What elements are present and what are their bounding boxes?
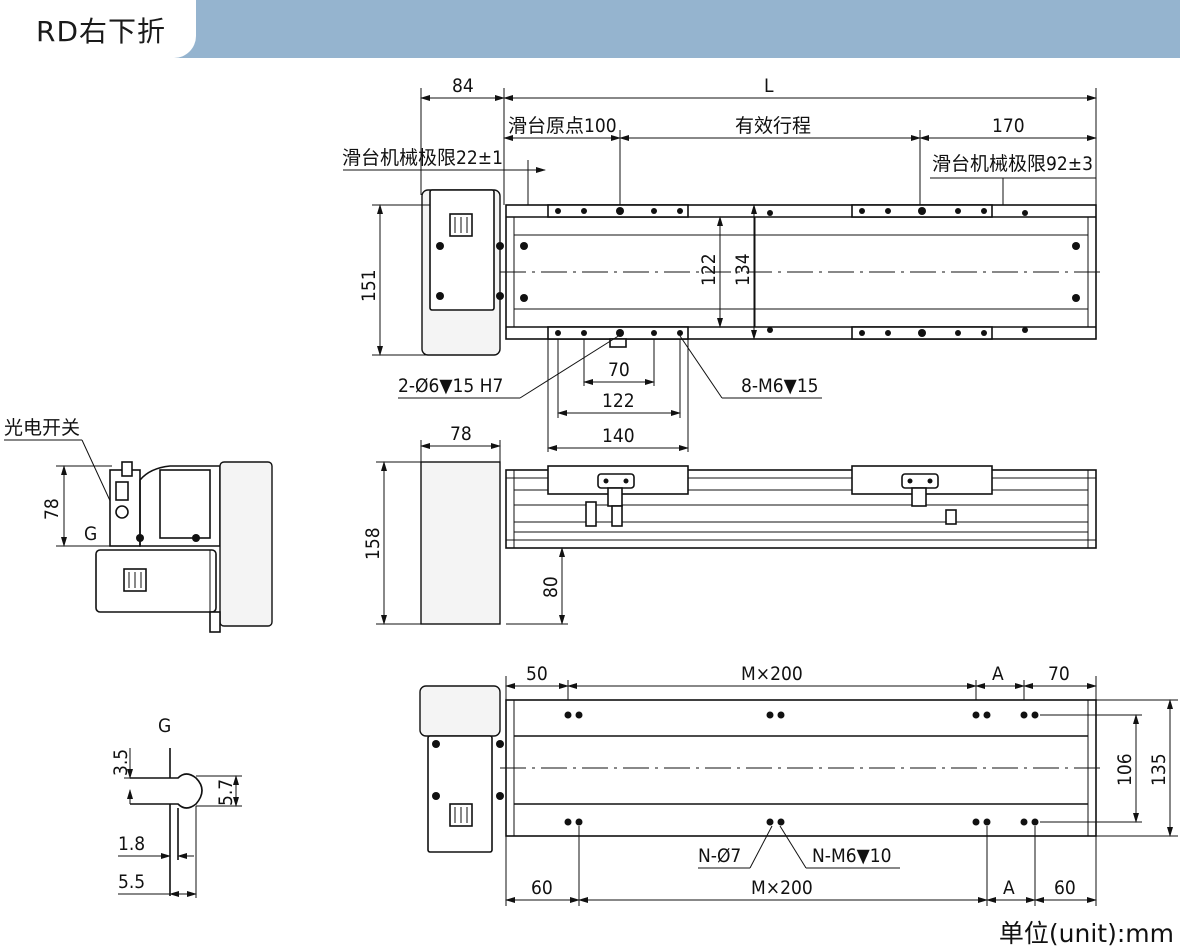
side-dim-158: 158 <box>362 527 384 560</box>
dim-70: 70 <box>608 359 630 381</box>
bottom-dim-106: 106 <box>1114 753 1136 786</box>
page-title: RD右下折 <box>36 15 167 48</box>
end-dim-78: 78 <box>41 498 63 520</box>
mech-limit-left: 滑台机械极限22±1 <box>342 147 503 169</box>
detail-dim-5-7: 5.7 <box>215 779 237 806</box>
dim-151: 151 <box>358 269 380 302</box>
callout-pin-holes: 2-Ø6▼15 H7 <box>398 375 503 397</box>
end-motor-flange <box>219 461 273 627</box>
side-view: 78 158 80 <box>362 423 1097 625</box>
bottom-motor-cap <box>419 685 501 737</box>
bottom-dim-60-left: 60 <box>531 877 553 899</box>
bottom-dim-mx200-top: M×200 <box>741 663 803 685</box>
bottom-dim-mx200-bottom: M×200 <box>751 877 813 899</box>
bottom-dim-135: 135 <box>1148 753 1170 786</box>
callout-threaded-holes: 8-M6▼15 <box>741 375 819 397</box>
detail-g: G 3.5 5.7 1.8 5.5 <box>110 715 242 898</box>
title-tab: RD右下折 <box>0 0 196 58</box>
sensor-label: 光电开关 <box>4 417 80 439</box>
mech-limit-right: 滑台机械极限92±3 <box>932 153 1093 175</box>
dim-84: 84 <box>452 75 474 97</box>
dim-140: 140 <box>602 425 635 447</box>
detail-dim-3-5: 3.5 <box>110 749 132 776</box>
side-dim-78: 78 <box>450 423 472 445</box>
bottom-dim-60-right: 60 <box>1054 877 1076 899</box>
unit-label: 单位(unit):mm <box>998 919 1174 948</box>
side-dim-80: 80 <box>540 576 562 598</box>
end-g-label: G <box>84 523 97 545</box>
detail-g-label: G <box>158 715 171 737</box>
dim-170: 170 <box>992 115 1025 137</box>
bottom-dim-a-top: A <box>992 663 1004 685</box>
bottom-view: 50 M×200 A 70 106 <box>419 663 1178 906</box>
end-motor-body <box>95 549 217 613</box>
end-view: 光电开关 78 G <box>4 417 273 633</box>
top-view: 84 L 滑台原点100 有效行程 170 滑台机械极限22±1 滑台机械极限9… <box>342 75 1100 452</box>
stroke-label: 有效行程 <box>735 115 811 137</box>
detail-dim-1-8: 1.8 <box>118 833 145 855</box>
bottom-motor-body <box>427 735 493 853</box>
dim-122-vertical: 122 <box>698 253 720 286</box>
side-motor-box <box>420 461 501 625</box>
bottom-callout-holes: N-Ø7 <box>698 845 741 867</box>
bottom-dim-50: 50 <box>526 663 548 685</box>
bottom-dim-a-bottom: A <box>1003 877 1015 899</box>
header-bar <box>0 0 1180 58</box>
origin-label: 滑台原点100 <box>508 115 617 137</box>
dim-L: L <box>764 75 774 97</box>
bottom-callout-threads: N-M6▼10 <box>812 845 891 867</box>
detail-dim-5-5: 5.5 <box>118 871 145 893</box>
bottom-dim-70: 70 <box>1048 663 1070 685</box>
dim-122-horizontal: 122 <box>602 390 635 412</box>
dim-134: 134 <box>732 253 754 286</box>
